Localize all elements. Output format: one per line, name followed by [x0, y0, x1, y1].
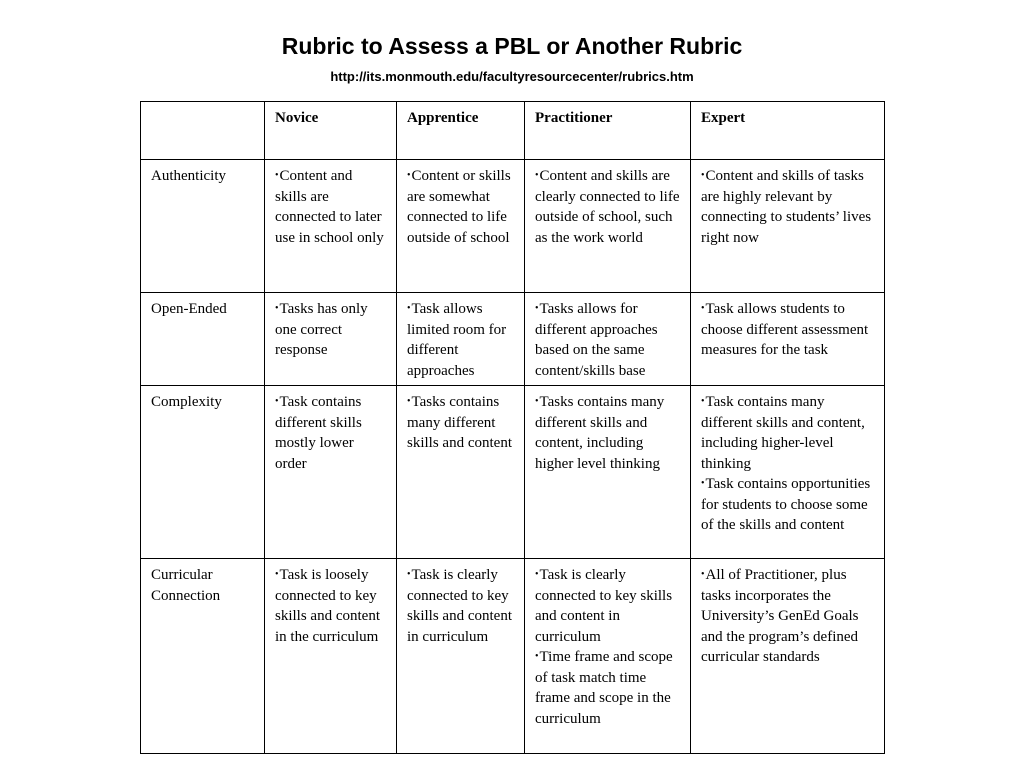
cell-expert: Task allows students to choose different… [690, 292, 885, 386]
bullet-item: Time frame and scope of task match time … [535, 647, 681, 729]
corner-cell [140, 101, 265, 160]
bullet-item: Task is clearly connected to key skills … [407, 565, 515, 647]
cell-novice: Task is loosely connected to key skills … [264, 558, 397, 754]
cell-practitioner: Task is clearly connected to key skills … [524, 558, 691, 754]
column-header-apprentice: Apprentice [396, 101, 525, 160]
cell-practitioner: Content and skills are clearly connected… [524, 159, 691, 293]
bullet-item: Task contains opportunities for students… [701, 474, 875, 536]
source-url: http://its.monmouth.edu/facultyresourcec… [330, 69, 694, 84]
table-row-open-ended: Open-Ended Tasks has only one correct re… [140, 292, 885, 386]
column-header-expert: Expert [690, 101, 885, 160]
cell-novice: Content and skills are connected to late… [264, 159, 397, 293]
table-row-curricular-connection: Curricular Connection Task is loosely co… [140, 558, 885, 754]
bullet-item: Content and skills are connected to late… [275, 166, 387, 248]
cell-apprentice: Task is clearly connected to key skills … [396, 558, 525, 754]
row-header: Authenticity [140, 159, 265, 293]
row-header: Open-Ended [140, 292, 265, 386]
page-title: Rubric to Assess a PBL or Another Rubric [281, 33, 743, 59]
table-row-complexity: Complexity Task contains different skill… [140, 385, 885, 559]
cell-apprentice: Tasks contains many different skills and… [396, 385, 525, 559]
cell-expert: All of Practitioner, plus tasks incorpor… [690, 558, 885, 754]
cell-expert: Task contains many different skills and … [690, 385, 885, 559]
bullet-item: Tasks allows for different approaches ba… [535, 299, 681, 381]
bullet-item: Tasks contains many different skills and… [535, 392, 681, 474]
bullet-item: All of Practitioner, plus tasks incorpor… [701, 565, 875, 668]
row-header: Curricular Connection [140, 558, 265, 754]
bullet-item: Content or skills are somewhat connected… [407, 166, 515, 248]
cell-novice: Tasks has only one correct response [264, 292, 397, 386]
cell-practitioner: Tasks contains many different skills and… [524, 385, 691, 559]
column-header-novice: Novice [264, 101, 397, 160]
bullet-item: Tasks has only one correct response [275, 299, 387, 361]
rubric-table: Novice Apprentice Practitioner Expert Au… [140, 101, 885, 754]
cell-apprentice: Task allows limited room for different a… [396, 292, 525, 386]
bullet-item: Task is clearly connected to key skills … [535, 565, 681, 647]
row-header: Complexity [140, 385, 265, 559]
bullet-item: Content and skills are clearly connected… [535, 166, 681, 248]
cell-expert: Content and skills of tasks are highly r… [690, 159, 885, 293]
cell-apprentice: Content or skills are somewhat connected… [396, 159, 525, 293]
cell-practitioner: Tasks allows for different approaches ba… [524, 292, 691, 386]
bullet-item: Tasks contains many different skills and… [407, 392, 515, 454]
bullet-item: Task is loosely connected to key skills … [275, 565, 387, 647]
table-row-authenticity: Authenticity Content and skills are conn… [140, 159, 885, 293]
bullet-item: Content and skills of tasks are highly r… [701, 166, 875, 248]
column-header-practitioner: Practitioner [524, 101, 691, 160]
bullet-item: Task contains many different skills and … [701, 392, 875, 474]
header-row: Novice Apprentice Practitioner Expert [140, 101, 885, 160]
bullet-item: Task allows limited room for different a… [407, 299, 515, 381]
bullet-item: Task contains different skills mostly lo… [275, 392, 387, 474]
bullet-item: Task allows students to choose different… [701, 299, 875, 361]
cell-novice: Task contains different skills mostly lo… [264, 385, 397, 559]
